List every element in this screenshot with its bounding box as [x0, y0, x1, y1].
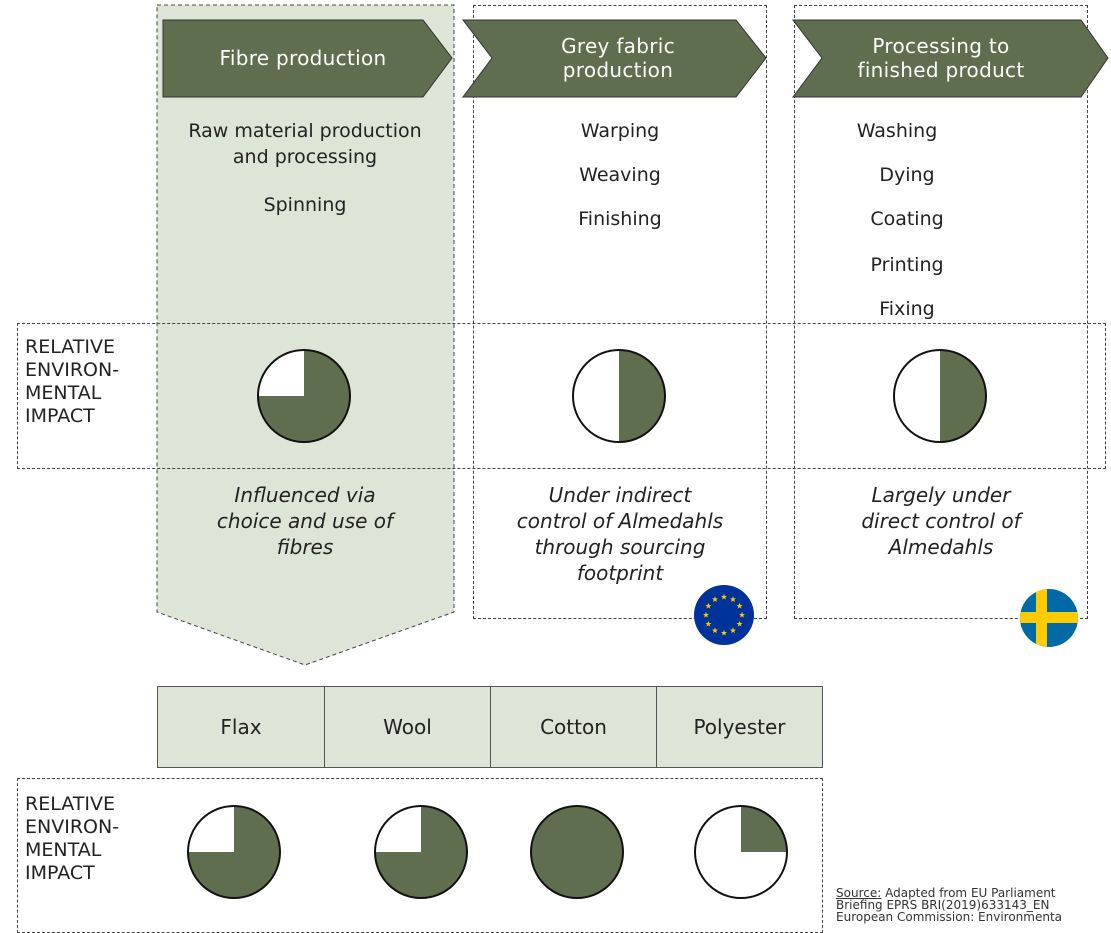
control-line: fibres	[276, 535, 334, 559]
eu-star	[720, 629, 728, 636]
control-line: choice and use of	[216, 509, 394, 533]
step-text: Spinning	[263, 194, 347, 216]
fibre-impact-pie	[694, 805, 788, 899]
stage-title-line1: Processing to	[872, 34, 1010, 58]
fibre-impact-label: RELATIVE ENVIRON- MENTAL IMPACT	[25, 793, 119, 885]
eu-star	[705, 602, 712, 609]
control-line: direct control of	[861, 509, 1021, 533]
eu-flag-icon	[694, 585, 754, 645]
eu-star	[729, 596, 737, 602]
source-text: Adapted from EU Parliament	[885, 886, 1056, 900]
impact-label-line: RELATIVE	[25, 793, 115, 815]
stage-title-processing: Processing to finished product	[825, 34, 1057, 82]
stage-impact-pie	[257, 349, 351, 443]
step-text: Warping	[580, 120, 660, 142]
eu-star	[729, 627, 737, 634]
pie-outline	[187, 805, 281, 899]
control-text-grey-fabric: Under indirect control of Almedahls thro…	[473, 482, 767, 586]
control-line: Under indirect	[548, 483, 692, 507]
step-text: Finishing	[578, 208, 662, 230]
impact-label-line: MENTAL	[25, 382, 102, 404]
control-line: through sourcing	[534, 535, 706, 559]
pie-slice	[741, 806, 787, 852]
source-note: Source: Adapted from EU Parliament Brief…	[836, 887, 1062, 923]
stage-arrows	[162, 19, 1109, 98]
grey-fabric-stage-box	[473, 5, 767, 619]
stage-arrow-processing	[791, 19, 1109, 98]
stage-title-line2: finished product	[857, 58, 1025, 82]
stage-title-grey-fabric: Grey fabric production	[500, 34, 736, 82]
impact-label-line: IMPACT	[25, 862, 95, 884]
pie-outline	[530, 805, 624, 899]
step-text: Coating	[870, 208, 944, 230]
fibre-impact-pie	[187, 805, 281, 899]
stage-impact-pie	[572, 349, 666, 443]
control-line: Influenced via	[234, 483, 376, 507]
eu-star	[736, 602, 743, 609]
source-line-2: Briefing EPRS BRI(2019)633143_EN	[836, 898, 1050, 912]
step-text: Fixing	[879, 298, 935, 320]
eu-star	[702, 611, 710, 618]
stage-title-line1: Grey fabric	[561, 34, 675, 58]
fibre-cell-polyester: Polyester	[656, 686, 823, 768]
source-line-3: European Commission: Environmenta	[836, 910, 1063, 924]
step-text: Weaving	[579, 164, 661, 186]
stage-impact-band	[17, 323, 1106, 469]
pie-slice	[258, 350, 350, 442]
stage-impact-label: RELATIVE ENVIRON- MENTAL IMPACT	[25, 336, 119, 428]
pie-slice	[619, 350, 665, 442]
source-prefix: Source:	[836, 886, 882, 900]
fibre-cell-wool: Wool	[324, 686, 491, 768]
fibre-cell-flax: Flax	[157, 686, 325, 768]
impact-label-line: ENVIRON-	[25, 816, 120, 838]
control-line: footprint	[576, 561, 664, 585]
eu-star	[705, 620, 712, 627]
eu-star	[738, 611, 746, 618]
impact-label-line: RELATIVE	[25, 336, 115, 358]
pie-disc	[531, 806, 623, 898]
impact-label-line: ENVIRON-	[25, 359, 120, 381]
processing-stage-box	[794, 5, 1088, 619]
control-line: Largely under	[871, 483, 1011, 507]
stage-arrow-fibre	[162, 19, 453, 98]
eu-star	[711, 596, 719, 602]
eu-star	[720, 593, 728, 600]
step-text: and processing	[232, 146, 378, 168]
control-text-fibre: Influenced via choice and use of fibres	[160, 482, 450, 560]
pie-slice	[940, 350, 986, 442]
stage-arrow-grey-fabric	[461, 19, 767, 98]
pie-outline	[257, 349, 351, 443]
stage-impact-pie	[893, 349, 987, 443]
stage-title-line2: production	[562, 58, 674, 82]
fibre-cell-cotton: Cotton	[490, 686, 657, 768]
impact-label-line: MENTAL	[25, 839, 102, 861]
pie-outline	[572, 349, 666, 443]
swedish-flag-icon	[1020, 589, 1078, 647]
eu-flag-disc	[694, 585, 754, 645]
pie-outline	[374, 805, 468, 899]
control-text-processing: Largely under direct control of Almedahl…	[794, 482, 1088, 560]
pie-outline	[694, 805, 788, 899]
pie-outline	[893, 349, 987, 443]
step-text: Washing	[856, 120, 938, 142]
eu-star	[736, 620, 743, 627]
stage-title-fibre: Fibre production	[219, 46, 387, 70]
step-text: Raw material production	[188, 120, 422, 142]
control-line: control of Almedahls	[516, 509, 724, 533]
pie-slice	[188, 806, 280, 898]
fibre-impact-pie	[374, 805, 468, 899]
pie-slice	[375, 806, 467, 898]
step-text: Printing	[870, 254, 944, 276]
control-line: Almedahls	[888, 535, 994, 559]
step-text: Dying	[879, 164, 935, 186]
fibre-impact-pie	[530, 805, 624, 899]
eu-star	[711, 627, 719, 634]
source-line-1: Source: Adapted from EU Parliament	[836, 887, 1062, 899]
impact-label-line: IMPACT	[25, 405, 95, 427]
